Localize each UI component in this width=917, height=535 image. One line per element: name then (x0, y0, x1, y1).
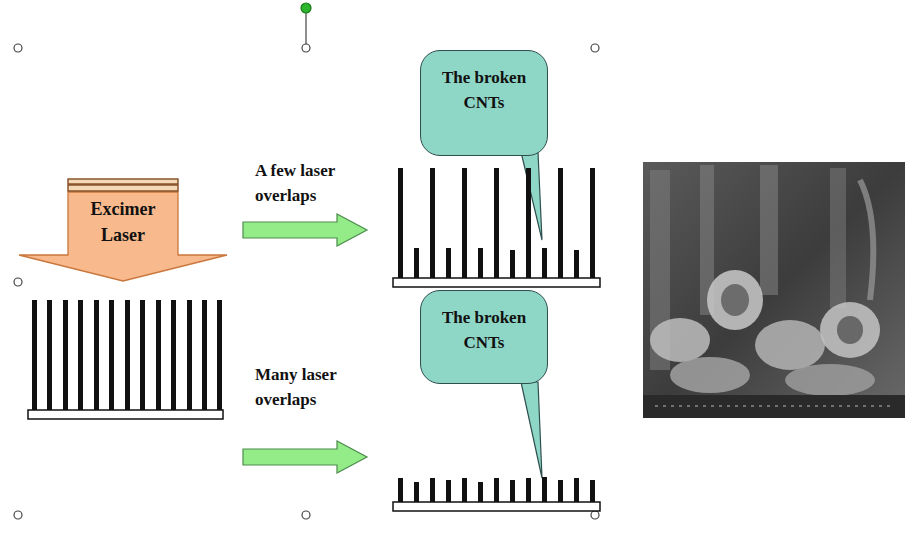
callout-text: The broken CNTs (421, 291, 547, 355)
cnt-array (28, 300, 223, 419)
callout-text: The broken CNTs (421, 51, 547, 115)
step-label: A few laser overlaps (255, 158, 375, 208)
step-label: Many laser overlaps (255, 362, 375, 412)
process-arrows (243, 214, 367, 473)
broken-cnt-array (393, 477, 600, 511)
broken-cnt-array (393, 168, 600, 287)
laser-arrow: Excimer Laser (18, 178, 228, 282)
sem-image (643, 162, 905, 418)
callout-bubble: The broken CNTs (420, 50, 548, 156)
callout-bubble: The broken CNTs (420, 290, 548, 384)
selection-handles (14, 3, 599, 519)
laser-label: Excimer Laser (68, 196, 178, 248)
